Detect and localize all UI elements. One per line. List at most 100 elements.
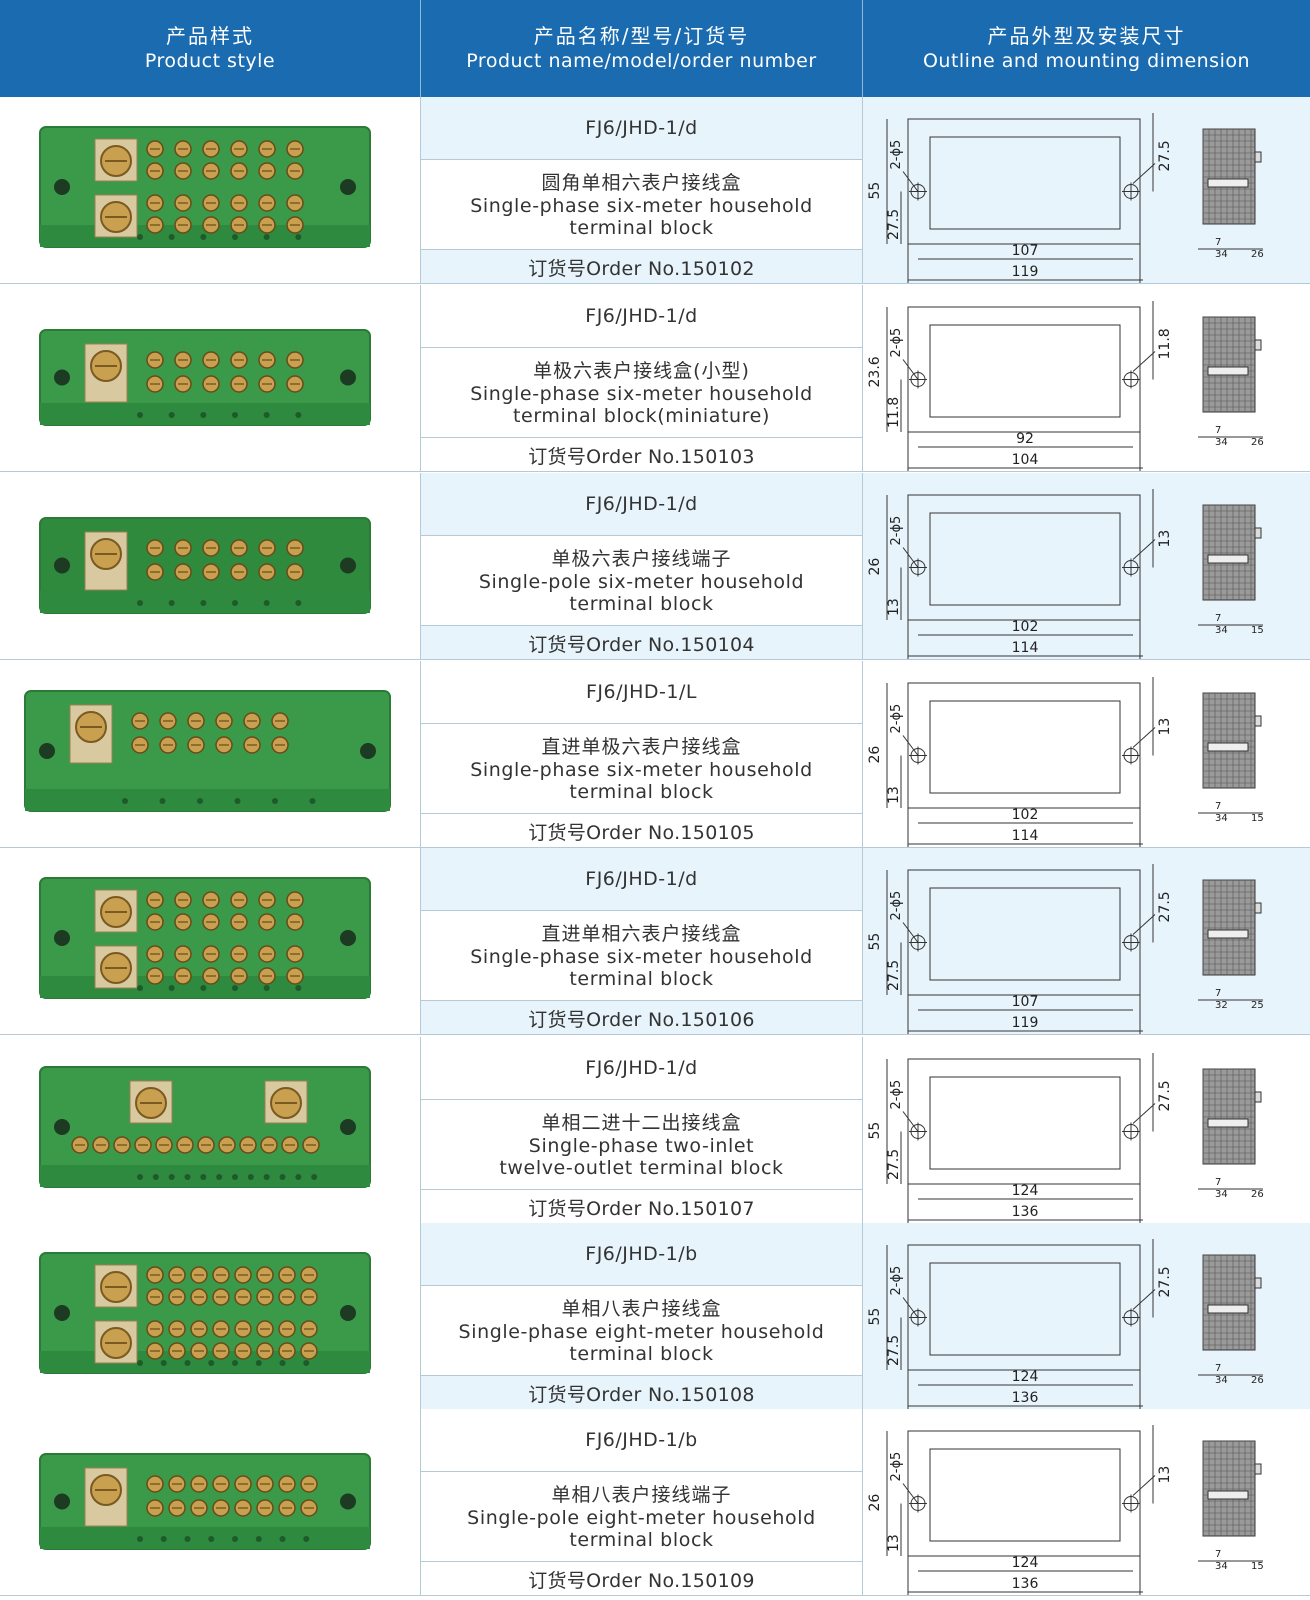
wire-port [200, 985, 207, 991]
dim-side-label: 15 [1251, 1561, 1264, 1572]
mounting-hole [340, 1305, 356, 1321]
mounting-hole [54, 1493, 70, 1510]
dim-side-label: 7 [1215, 801, 1221, 812]
product-illustration [39, 329, 371, 426]
wire-port [184, 1360, 191, 1366]
wire-port [295, 985, 302, 991]
header-product-name: 产品名称/型号/订货号 Product name/model/order num… [421, 0, 862, 97]
product-name: 单极六表户接线盒(小型)Single-phase six-meter house… [421, 348, 862, 438]
header-product-style: 产品样式 Product style [0, 0, 420, 97]
mounting-hole [340, 557, 356, 574]
wire-port [184, 1536, 191, 1542]
wire-port [232, 1174, 238, 1180]
wire-port [137, 1536, 143, 1542]
wire-port [303, 1360, 310, 1366]
row-divider [0, 283, 1310, 284]
header-en: Product style [144, 50, 276, 72]
order-number: 订货号Order No.150108 [528, 1384, 755, 1406]
dim-side-label: 34 [1215, 437, 1228, 448]
product-name-zh: 圆角单相六表户接线盒 [541, 171, 742, 194]
wire-port [232, 412, 238, 418]
dim-half-label: 13 [886, 598, 902, 616]
dim-hole-label: 2-ϕ5 [889, 704, 904, 734]
dim-hole-label: 2-ϕ5 [889, 140, 904, 170]
dim-right-label: 13 [1157, 530, 1173, 548]
dim-side-label: 7 [1215, 425, 1221, 436]
mounting-hole [340, 1119, 356, 1135]
dim-half-label: 27.5 [886, 960, 902, 991]
product-name-en: terminal block [569, 780, 714, 803]
dim-height-label: 26 [867, 1494, 883, 1512]
product-photo [0, 1409, 420, 1596]
dim-outer-label: 114 [1012, 828, 1039, 844]
divider [421, 1000, 862, 1001]
column-divider [862, 1037, 863, 1224]
order-number: 订货号Order No.150102 [528, 258, 755, 280]
dim-right-label: 27.5 [1157, 1080, 1173, 1111]
product-name-en: Single-pole six-meter household [478, 570, 805, 593]
dim-right-label: 13 [1157, 718, 1173, 736]
divider [421, 813, 862, 814]
dim-side-label: 7 [1215, 1363, 1221, 1374]
wire-port [160, 1536, 167, 1542]
product-name-en: Single-phase eight-meter household [458, 1320, 825, 1343]
wire-port [295, 1174, 302, 1180]
dim-side-label: 26 [1251, 1375, 1264, 1386]
product-name-en: terminal block(miniature) [513, 404, 770, 427]
divider [421, 723, 862, 724]
wire-port [168, 600, 175, 606]
column-divider [420, 97, 421, 284]
wire-port [137, 412, 143, 418]
product-photo [0, 661, 420, 848]
product-photo [0, 1223, 420, 1410]
dim-side-label: 34 [1215, 625, 1228, 636]
row-divider [0, 659, 1310, 660]
wire-port [200, 600, 207, 606]
product-illustration [39, 1066, 371, 1188]
dim-side-label: 34 [1215, 813, 1228, 824]
model-number: FJ6/JHD-1/L [586, 681, 697, 703]
divider [421, 437, 862, 438]
product-photo [0, 473, 420, 660]
wire-port [279, 1174, 286, 1180]
column-divider [862, 473, 863, 660]
side-view [1198, 316, 1263, 438]
dim-hole-label: 2-ϕ5 [889, 891, 904, 921]
wire-port [234, 798, 241, 804]
wire-port [232, 234, 238, 240]
dim-hole-label: 2-ϕ5 [889, 1452, 904, 1482]
dim-inner-label: 102 [1012, 807, 1039, 823]
dim-outer-label: 136 [1012, 1390, 1039, 1406]
wire-port [303, 1536, 310, 1542]
mounting-hole [340, 930, 356, 946]
dim-side-label: 26 [1251, 1189, 1264, 1200]
wire-port [255, 1360, 262, 1366]
product-name-en: Single-phase six-meter household [470, 194, 813, 217]
product-name-zh: 单极六表户接线盒(小型) [533, 359, 750, 382]
product-name-en: terminal block [569, 216, 714, 239]
dim-outer-label: 136 [1012, 1204, 1039, 1220]
product-name-zh: 单相八表户接线盒 [561, 1297, 722, 1320]
dim-half-label: 13 [886, 1534, 902, 1552]
column-divider [862, 1409, 863, 1596]
product-name-en: Single-phase six-meter household [470, 945, 813, 968]
wire-port [232, 1536, 238, 1542]
dim-side-label: 7 [1215, 1549, 1221, 1560]
dim-height-label: 55 [867, 933, 883, 951]
wire-port [263, 1174, 270, 1180]
dim-side-label: 34 [1215, 249, 1228, 260]
order-number: 订货号Order No.150109 [528, 1570, 755, 1592]
dim-height-label: 26 [867, 558, 883, 576]
side-view [1198, 1068, 1263, 1190]
model-number: FJ6/JHD-1/b [585, 1429, 698, 1451]
